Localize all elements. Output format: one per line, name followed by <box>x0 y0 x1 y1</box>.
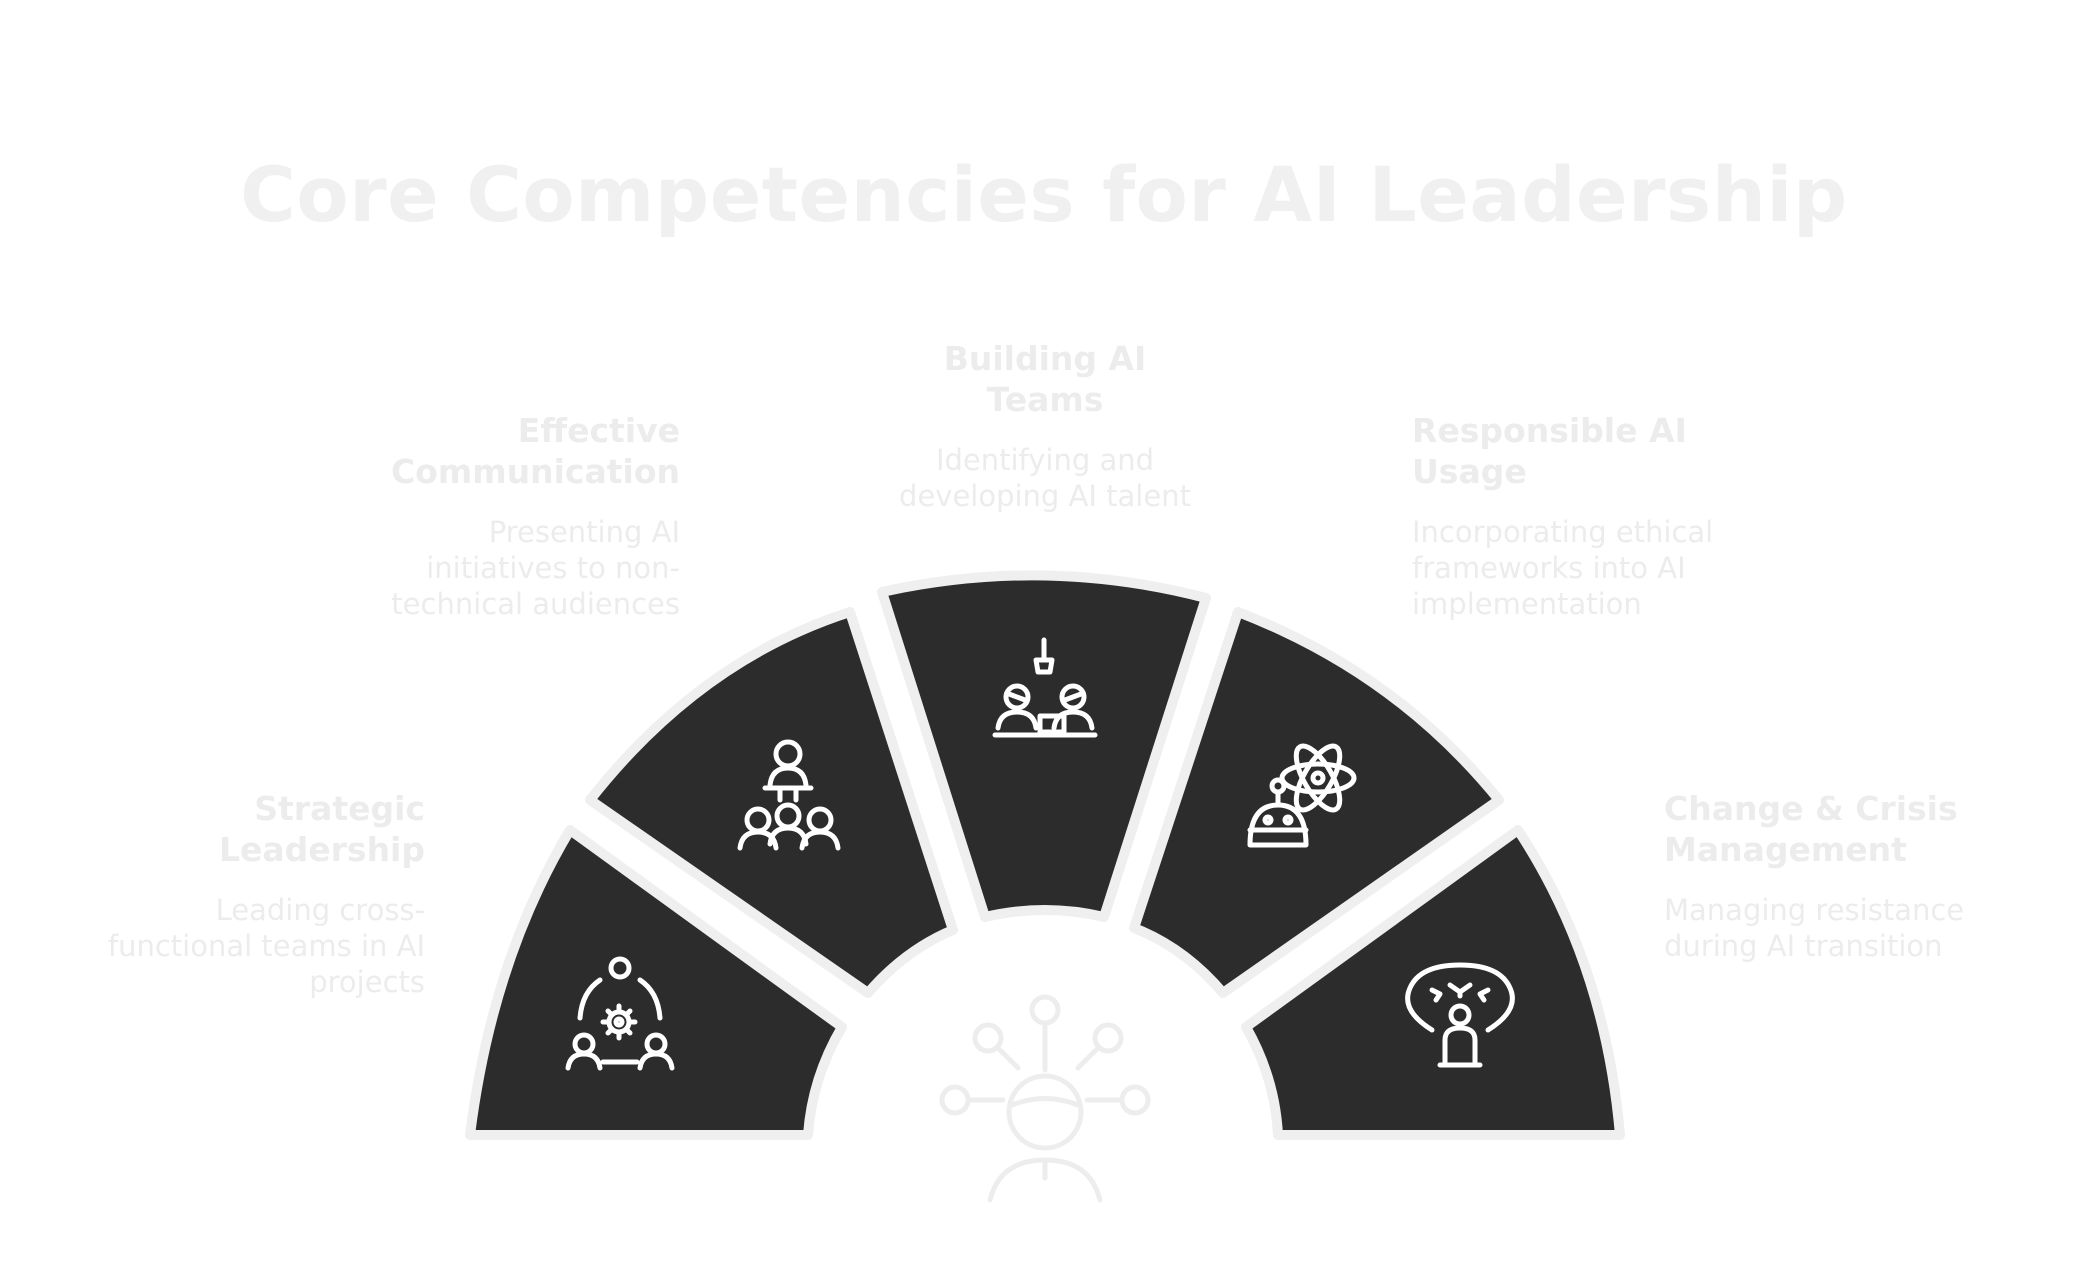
segment-building-ai-teams <box>877 570 1211 922</box>
robot-atom-icon <box>1247 743 1357 848</box>
segment-description: Managing resistance during AI transition <box>1664 893 1965 963</box>
segment-description: Presenting AI initiatives to non-technic… <box>391 515 680 621</box>
segment-title: Effective Communication <box>390 411 680 491</box>
segment-change-crisis-management <box>1241 825 1625 1140</box>
diagram-title: Core Competencies for AI Leadership <box>240 150 1848 239</box>
team-gear-icon <box>565 956 675 1071</box>
segment-title: Responsible AI Usage <box>1412 411 1687 491</box>
segment-description: Leading cross-functional teams in AI pro… <box>107 893 425 999</box>
segment-description: Identifying and developing AI talent <box>899 443 1191 513</box>
label-building-ai-teams: Building AI Teams Identifying and develo… <box>870 338 1220 514</box>
mind-person-icon <box>1405 962 1515 1068</box>
team-collaboration-icon <box>992 637 1098 738</box>
label-change-crisis-management: Change & Crisis Management Managing resi… <box>1664 788 1994 964</box>
presenter-audience-icon <box>737 739 841 851</box>
segment-description: Incorporating ethical frameworks into AI… <box>1412 515 1714 621</box>
segment-title: Building AI Teams <box>943 339 1147 419</box>
label-effective-communication: Effective Communication Presenting AI in… <box>340 410 680 622</box>
segment-title: Change & Crisis Management <box>1664 789 1958 869</box>
segment-strategic-leadership <box>465 825 847 1140</box>
segment-title: Strategic Leadership <box>218 789 425 869</box>
network-person-icon <box>939 994 1151 1203</box>
label-strategic-leadership: Strategic Leadership Leading cross-funct… <box>85 788 425 1000</box>
label-responsible-ai-usage: Responsible AI Usage Incorporating ethic… <box>1412 410 1752 622</box>
segment-effective-communication <box>585 607 958 998</box>
